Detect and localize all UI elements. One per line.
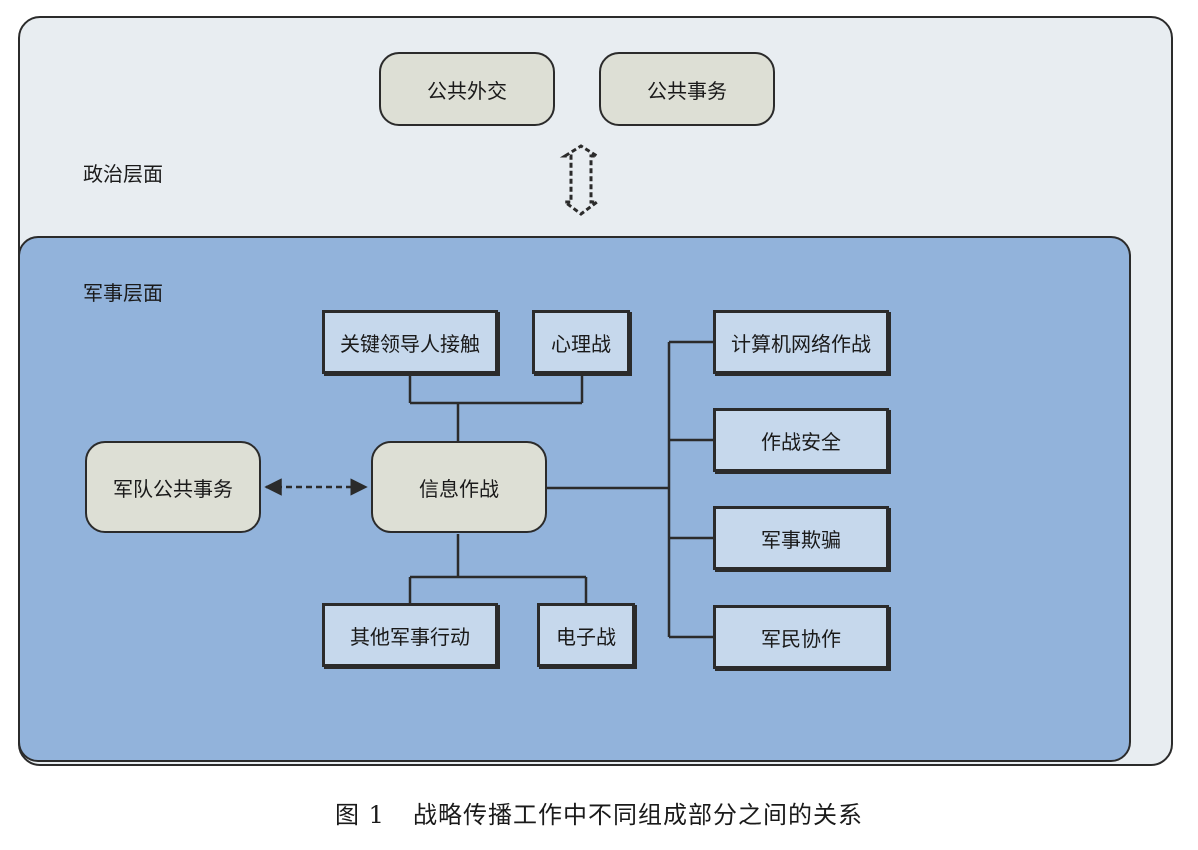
bottom-branch-lines — [408, 534, 588, 603]
node-information-operations: 信息作战 — [371, 441, 547, 533]
node-electronic-warfare: 电子战 — [537, 603, 635, 667]
node-operations-security: 作战安全 — [713, 408, 889, 472]
node-military-deception: 军事欺骗 — [713, 506, 889, 570]
top-branch-lines — [408, 376, 584, 441]
layer-link-arrow — [559, 144, 603, 216]
figure-caption: 图 1 战略传播工作中不同组成部分之间的关系 — [0, 800, 1198, 830]
figure-title: 战略传播工作中不同组成部分之间的关系 — [412, 801, 863, 829]
node-civil-military-cooperation: 军民协作 — [713, 605, 889, 669]
right-branch-lines — [546, 340, 713, 639]
node-military-public-affairs: 军队公共事务 — [85, 441, 261, 533]
political-layer-label: 政治层面 — [83, 162, 163, 186]
figure-number: 图 1 — [335, 801, 385, 829]
node-computer-network-operations: 计算机网络作战 — [713, 310, 889, 374]
military-layer-label: 军事层面 — [83, 281, 163, 305]
node-other-military-actions: 其他军事行动 — [322, 603, 498, 667]
node-psychological-operations: 心理战 — [532, 310, 630, 374]
node-public-affairs: 公共事务 — [599, 52, 775, 126]
node-key-leader-engagement: 关键领导人接触 — [322, 310, 498, 374]
node-public-diplomacy: 公共外交 — [379, 52, 555, 126]
